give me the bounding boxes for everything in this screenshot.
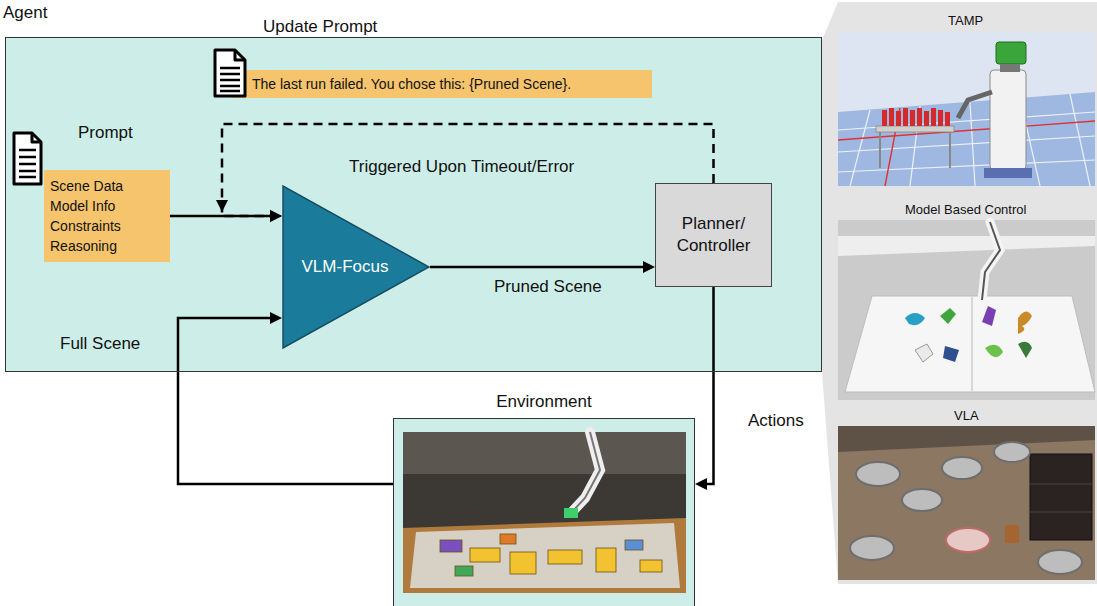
prompt-text: Scene Data Model Info Constraints Reason… <box>50 176 142 256</box>
connector-line <box>705 287 714 484</box>
arrowhead <box>270 312 282 324</box>
connector <box>430 261 655 273</box>
prompt-heading: Update Prompt <box>263 17 377 37</box>
box-label: Planner/ Controller <box>662 213 765 257</box>
arrowhead <box>695 478 707 490</box>
vlm-focus-triangle: VLM-Focus <box>282 185 430 349</box>
edge-label: Full Scene <box>60 334 140 354</box>
arrowhead <box>270 210 282 222</box>
box-heading: Environment <box>394 392 694 412</box>
arrowhead <box>643 261 655 273</box>
image-caption: VLA <box>954 408 979 423</box>
planner-box: Planner/ Controller <box>655 183 772 287</box>
connector <box>695 287 714 490</box>
agent-panel: AgentUpdate PromptThe last run failed. Y… <box>5 37 822 372</box>
vla-image <box>838 426 1095 580</box>
connector-line <box>430 266 645 269</box>
document-icon <box>215 50 245 96</box>
prompt-text: The last run failed. You chose this: {Pr… <box>252 70 571 98</box>
image-caption: Model Based Control <box>905 202 1026 217</box>
tamp-image <box>838 32 1095 186</box>
arrowhead <box>216 200 228 212</box>
image-caption: TAMP <box>948 13 983 28</box>
agent-panel-fill <box>5 37 822 372</box>
example-panel <box>822 2 1097 584</box>
edge-label: Triggered Upon Timeout/Error <box>349 157 574 177</box>
document-icon <box>14 133 41 184</box>
update-prompt-box: Update PromptThe last run failed. You ch… <box>232 70 652 98</box>
prompt-box: PromptScene Data Model Info Constraints … <box>44 170 170 262</box>
triangle-label: VLM-Focus <box>290 256 400 278</box>
model-based-control-image <box>838 220 1095 400</box>
environment-photo <box>403 432 686 593</box>
arrowhead <box>270 210 282 222</box>
edge-label: Actions <box>748 411 804 431</box>
prompt-heading: Prompt <box>78 123 133 143</box>
panel-title: Agent <box>3 3 47 23</box>
environment-fill <box>393 418 695 606</box>
environment-box: Environment <box>393 418 695 606</box>
edge-label: Pruned Scene <box>494 277 602 297</box>
